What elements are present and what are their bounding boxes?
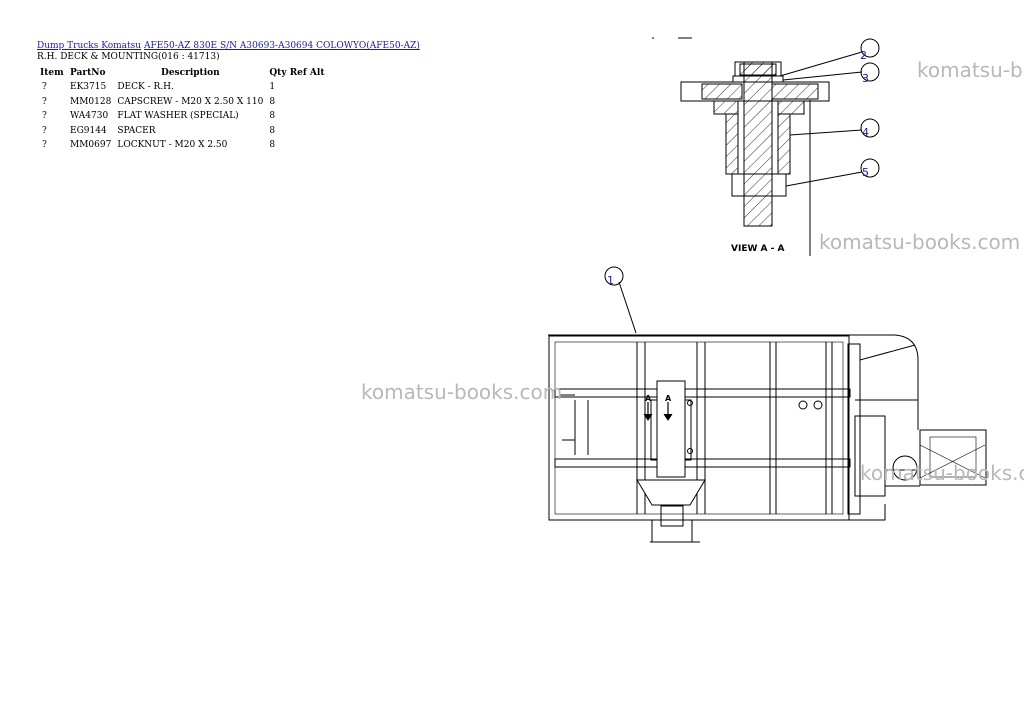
cell-qty: 1 (269, 82, 276, 93)
watermark: komatsu-books.com (917, 58, 1024, 82)
callout-5: 5 (860, 158, 880, 179)
watermark: komatsu-books.com (819, 230, 1021, 254)
section-label-right: A (665, 394, 672, 403)
table-header-row: Item PartNo Description Qty Ref Alt (37, 66, 327, 80)
table-row: ? WA4730 FLAT WASHER (SPECIAL) 8 (37, 109, 327, 124)
cell-partno: MM0128 (70, 96, 112, 107)
view-label: VIEW A - A (731, 244, 784, 254)
callout-3: 3 (860, 62, 880, 85)
cell-qty: 8 (269, 125, 276, 136)
table-row: ? EK3715 DECK - R.H. 1 (37, 80, 327, 95)
cell-partno: MM0697 (70, 140, 112, 151)
cell-description: DECK - R.H. (117, 82, 174, 93)
cell-item: ? (42, 140, 47, 151)
svg-text:5: 5 (862, 166, 869, 179)
breadcrumb-link-dump-trucks[interactable]: Dump Trucks Komatsu (37, 41, 142, 51)
cell-item: ? (42, 125, 47, 136)
deck-plan-view (548, 281, 987, 543)
cell-description: SPACER (117, 125, 156, 136)
column-header-item: Item (40, 68, 64, 78)
section-view (652, 37, 863, 256)
cell-qty: 8 (269, 111, 276, 122)
cell-partno: WA4730 (70, 111, 109, 122)
cell-item: ? (42, 96, 47, 107)
breadcrumb-link-model[interactable]: AFE50-AZ 830E S/N A30693-A30694 COLOWYO(… (143, 41, 420, 51)
callout-1: 1 (604, 266, 624, 287)
cell-partno: EK3715 (70, 82, 107, 93)
cell-description: CAPSCREW - M20 X 2.50 X 110 (117, 96, 264, 107)
svg-text:2: 2 (860, 49, 867, 62)
table-row: ? MM0128 CAPSCREW - M20 X 2.50 X 110 8 (37, 95, 327, 110)
svg-text:1: 1 (607, 274, 614, 287)
cell-item: ? (42, 111, 47, 122)
watermark: komatsu-books.com (361, 380, 563, 404)
column-header-qty-ref-alt: Qty Ref Alt (269, 68, 325, 78)
parts-table: Item PartNo Description Qty Ref Alt ? EK… (37, 66, 327, 153)
table-row: ? EG9144 SPACER 8 (37, 124, 327, 139)
svg-text:3: 3 (862, 72, 869, 85)
column-header-partno: PartNo (70, 68, 106, 78)
cell-qty: 8 (269, 96, 276, 107)
callout-2: 2 (860, 38, 880, 62)
cell-description: LOCKNUT - M20 X 2.50 (117, 140, 228, 151)
breadcrumb: Dump Trucks Komatsu AFE50-AZ 830E S/N A3… (37, 40, 420, 52)
table-row: ? MM0697 LOCKNUT - M20 X 2.50 8 (37, 138, 327, 153)
cell-partno: EG9144 (70, 125, 107, 136)
watermark: komatsu-books.com (860, 461, 1024, 485)
page-title: R.H. DECK & MOUNTING(016 : 41713) (37, 52, 220, 62)
svg-text:4: 4 (862, 126, 869, 139)
cell-item: ? (42, 82, 47, 93)
callout-4: 4 (860, 118, 880, 139)
section-label-left: A (645, 394, 652, 403)
column-header-description: Description (161, 68, 220, 78)
cell-description: FLAT WASHER (SPECIAL) (117, 111, 239, 122)
cell-qty: 8 (269, 140, 276, 151)
